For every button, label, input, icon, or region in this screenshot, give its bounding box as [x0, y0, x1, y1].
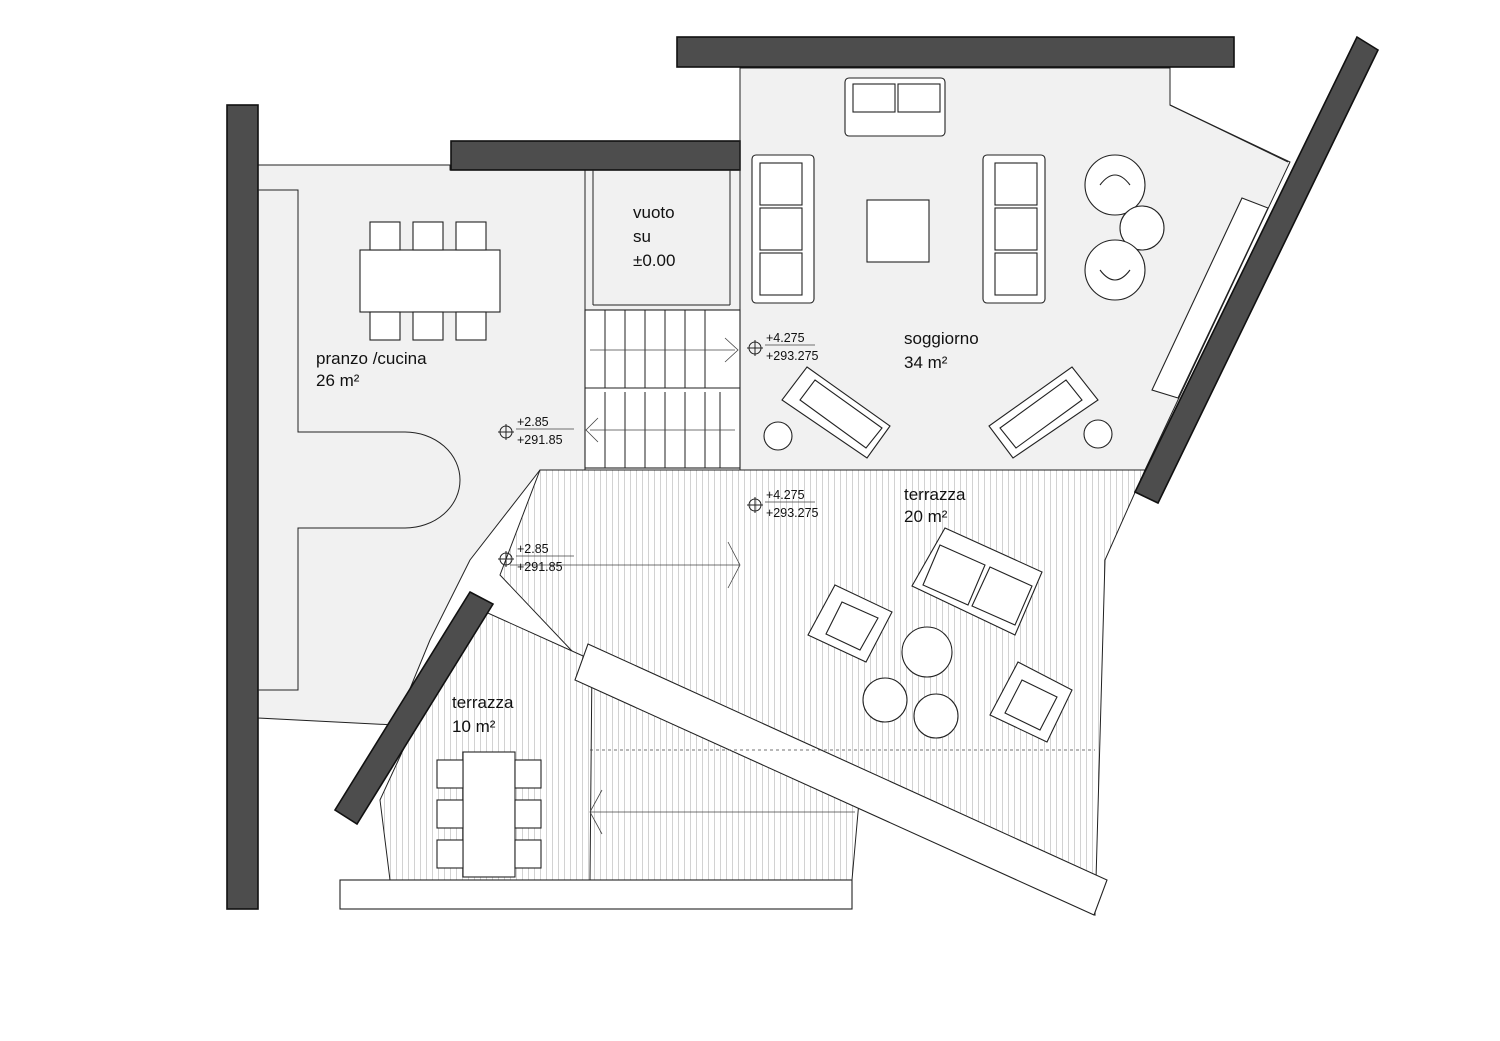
dining-table: [359, 221, 501, 341]
void-label-line2: su: [633, 227, 651, 246]
terrace-armchair-2: [989, 661, 1073, 743]
room-pranzo-name: pranzo /cucina: [316, 349, 427, 368]
level-terrace-upper-absolute: +293.275: [766, 506, 819, 520]
room-soggiorno-area: 34 m²: [904, 353, 948, 372]
lounger-east: [988, 366, 1099, 459]
wall-west: [226, 104, 259, 910]
sofa-east: [982, 154, 1046, 304]
beam-diagonal: [574, 643, 1108, 916]
pranzo-inner-outline: [258, 189, 405, 433]
terrace-table-3: [913, 693, 959, 739]
armchair-round-1: [1084, 154, 1146, 216]
room-soggiorno-name: soggiorno: [904, 329, 979, 348]
level-marker-terrace-lower: +2.85 +291.85: [498, 542, 574, 574]
room-pranzo-area: 26 m²: [316, 371, 360, 390]
wall-east-diagonal: [1133, 35, 1380, 505]
parapet-south: [339, 879, 853, 910]
terrace-sofa: [911, 527, 1043, 636]
room-terrazza-10-name: terrazza: [452, 693, 514, 712]
void-label-line3: ±0.00: [633, 251, 675, 270]
wall-north-void: [450, 140, 741, 171]
soggiorno-ne-outline: [1169, 68, 1289, 163]
level-stair-top-relative: +4.275: [766, 331, 805, 345]
terrace-arrow-lower-head: [589, 789, 603, 835]
level-kitchen-absolute: +291.85: [517, 433, 563, 447]
level-marker-stair-top: +4.275 +293.275: [747, 331, 819, 363]
stairs: [584, 309, 741, 469]
sofa-north: [844, 77, 946, 137]
void-label-line1: vuoto: [633, 203, 675, 222]
room-terrazza-20-area: 20 m²: [904, 507, 948, 526]
coffee-table: [866, 199, 930, 263]
level-terrace-lower-relative: +2.85: [517, 542, 549, 556]
armchair-round-2: [1084, 239, 1146, 301]
sofa-west: [751, 154, 815, 304]
lounger-west: [781, 366, 891, 459]
level-marker-terrace-upper: +4.275 +293.275: [747, 488, 819, 520]
wall-north-soggiorno: [676, 36, 1235, 68]
terrace-arrow-upper-head: [727, 541, 741, 589]
terrace-dining-table: [436, 751, 542, 878]
terrace-table-1: [901, 626, 953, 678]
stool-east: [1083, 419, 1113, 449]
terrace-armchair-1: [807, 584, 893, 663]
soggiorno-window-seat: [1151, 197, 1269, 399]
room-terrazza-10-area: 10 m²: [452, 717, 496, 736]
level-kitchen-relative: +2.85: [517, 415, 549, 429]
pranzo-bay-arc: [258, 431, 461, 691]
level-terrace-lower-absolute: +291.85: [517, 560, 563, 574]
terrace-table-2: [862, 677, 908, 723]
stool-west: [763, 421, 793, 451]
side-table-round: [1119, 205, 1165, 251]
floor-void: [584, 169, 741, 311]
level-terrace-upper-relative: +4.275: [766, 488, 805, 502]
level-stair-top-absolute: +293.275: [766, 349, 819, 363]
level-marker-kitchen: +2.85 +291.85: [498, 415, 574, 447]
wall-south-diagonal: [333, 590, 495, 826]
room-terrazza-20-name: terrazza: [904, 485, 966, 504]
